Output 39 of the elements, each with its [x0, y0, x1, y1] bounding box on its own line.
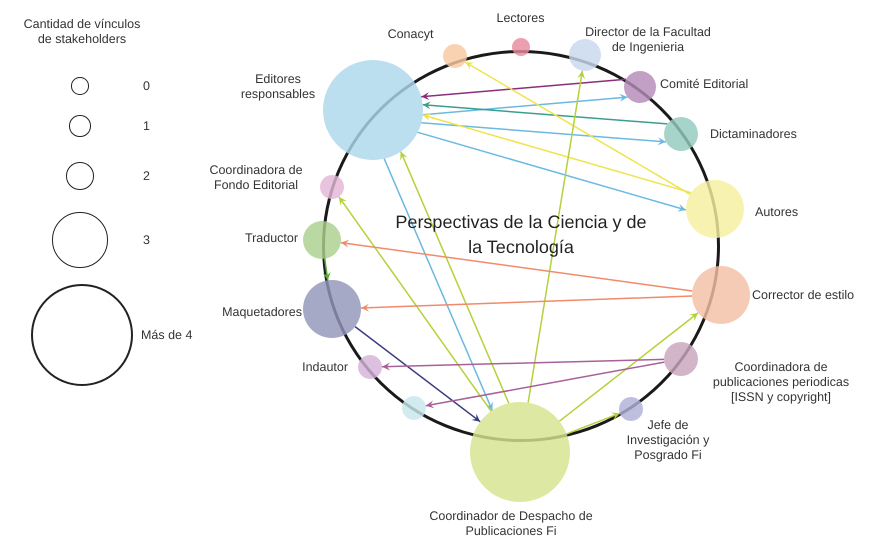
legend-label: 1	[143, 118, 150, 134]
stakeholder-label: Maquetadores	[221, 304, 302, 320]
arrow	[527, 70, 586, 403]
legend-label: 3	[143, 232, 150, 248]
arrow	[422, 101, 668, 125]
arrow	[566, 412, 620, 435]
legend-label: Más de 4	[141, 328, 192, 342]
arrow	[421, 122, 666, 146]
stakeholder-label: Jefe de Investigación y Posgrado Fi	[626, 418, 710, 462]
stakeholder-label: Coordinadora de Fondo Editorial	[208, 163, 304, 193]
stakeholder-label: Comité Editorial	[660, 76, 749, 92]
arrow	[558, 312, 699, 422]
stakeholder-label: Lectores	[496, 10, 545, 26]
stakeholder-label: Corrector de estilo	[752, 288, 855, 302]
stakeholder-label: Traductor	[244, 230, 298, 246]
arrow	[400, 151, 510, 404]
stakeholder-label: Coordinador de Despacho de Publicaciones Fi	[428, 509, 594, 538]
arrow	[418, 132, 686, 212]
stakeholder-label: Dictaminadores	[710, 126, 798, 142]
stakeholder-label: Coordinadora de publicaciones periodicas [ISSN y copyright]	[712, 360, 850, 404]
arrow	[384, 158, 493, 411]
arrow	[340, 240, 692, 292]
arrow	[322, 258, 331, 280]
legend-label: 2	[143, 168, 150, 184]
stakeholder-label: Autores	[755, 204, 799, 220]
arrow	[422, 94, 628, 116]
stakeholder-label: Editores responsables	[240, 72, 316, 102]
stakeholder-label: Conacyt	[387, 26, 434, 42]
stakeholder-label: Indautor	[301, 360, 348, 374]
arrow	[354, 326, 481, 422]
arrow	[464, 61, 690, 195]
arrow	[426, 361, 664, 408]
legend-title: Cantidad de vínculos de stakeholders	[22, 17, 142, 47]
arrow	[421, 78, 626, 100]
stakeholder-label: Director de la Facultad de Ingenieria	[584, 25, 712, 55]
arrow	[422, 113, 692, 194]
legend-label: 0	[143, 78, 150, 94]
arrow	[338, 196, 492, 412]
arrow	[382, 358, 664, 370]
